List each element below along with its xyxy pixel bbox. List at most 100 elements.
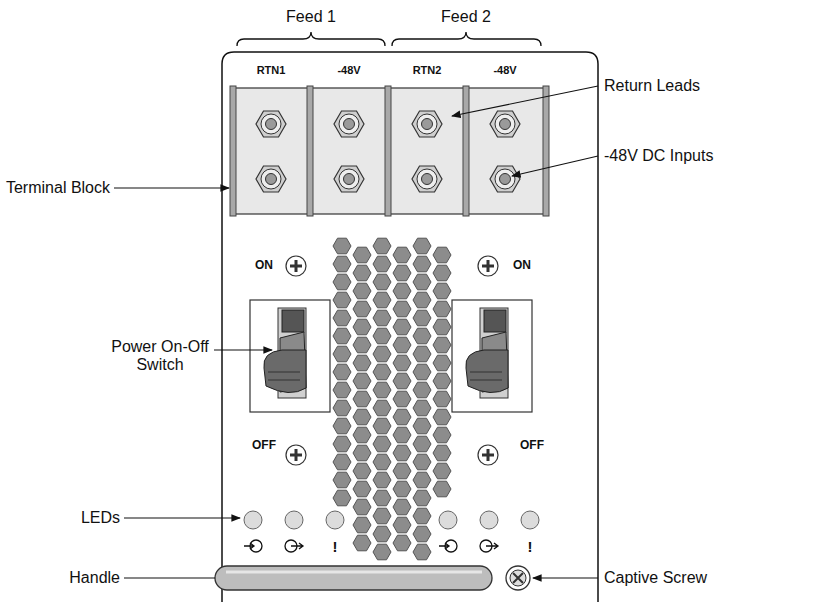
led-icons-part [291, 543, 303, 549]
leader-lines-part [512, 156, 598, 176]
feed-brackets-part [237, 32, 385, 46]
vent-holes-part [413, 328, 431, 344]
vent-holes-part [333, 382, 351, 398]
vent-holes-part [413, 274, 431, 290]
terminal-block-part [385, 86, 391, 216]
led-icons-part [244, 543, 254, 549]
status-leds-part [285, 511, 303, 529]
terminal-label: -48V [337, 64, 360, 77]
vent-holes-part [373, 490, 391, 506]
feed-label: Feed 1 [286, 8, 336, 26]
vent-holes-part [333, 238, 351, 254]
vent-holes-part [373, 382, 391, 398]
vent-holes-part [413, 400, 431, 416]
terminal-nuts-part [412, 166, 442, 192]
vent-holes-part [393, 409, 411, 425]
panel-housing [222, 52, 598, 602]
terminal-block-part [543, 86, 549, 216]
vent-holes-part [393, 499, 411, 515]
vent-holes-part [333, 310, 351, 326]
feed-label: Feed 2 [441, 8, 491, 26]
vent-holes-part [413, 238, 431, 254]
vent-holes-part [333, 400, 351, 416]
switch-state: OFF [520, 439, 544, 453]
vent-holes-part [393, 373, 411, 389]
vent-holes-part [373, 508, 391, 524]
vent-holes-part [393, 391, 411, 407]
vent-holes-part [413, 292, 431, 308]
power-switch-left-part [250, 300, 330, 412]
vent-holes-part [393, 535, 411, 551]
vent-holes-part [413, 346, 431, 362]
terminal-nuts-part [261, 169, 281, 189]
vent-holes-part [393, 283, 411, 299]
terminal-label: RTN2 [413, 64, 442, 77]
vent-holes-part [373, 310, 391, 326]
terminal-nuts-part [339, 114, 359, 134]
terminal-nuts-part [417, 169, 437, 189]
led-icons-part [486, 543, 498, 549]
vent-holes-part [333, 346, 351, 362]
panel-screws-part [290, 449, 302, 461]
handle-part [226, 571, 482, 574]
status-leds-part [521, 511, 539, 529]
power-switch-left-part [282, 310, 304, 332]
captive-screw-part [513, 573, 523, 583]
panel-screws-part [482, 449, 494, 461]
vent-holes-part [433, 319, 451, 335]
power-switch-left-part [264, 350, 306, 393]
vent-holes-part [373, 454, 391, 470]
vent-holes-part [353, 463, 371, 479]
vent-holes-part [433, 409, 451, 425]
vent-holes-part [353, 319, 371, 335]
vent-holes-part [393, 247, 411, 263]
terminal-nuts-part [495, 169, 515, 189]
vent-holes-part [333, 364, 351, 380]
vent-holes-part [433, 481, 451, 497]
handle-part [215, 566, 492, 590]
callout-label: Return Leads [604, 77, 700, 95]
vent-holes-part [433, 355, 451, 371]
vent-holes-part [373, 436, 391, 452]
vent-holes-part [393, 481, 411, 497]
power-switch-left-part [268, 372, 300, 380]
terminal-nuts-part [422, 174, 433, 185]
vent-holes-part [353, 283, 371, 299]
callout-label: Power On-Off Switch [110, 338, 210, 375]
terminal-nuts-part [490, 111, 520, 137]
vent-holes-part [353, 481, 371, 497]
switch-state: ON [255, 259, 273, 273]
switch-state: ON [513, 259, 531, 273]
terminal-nuts-part [266, 174, 277, 185]
vent-holes-part [373, 274, 391, 290]
vent-holes-part [413, 544, 431, 560]
vent-holes-part [393, 265, 411, 281]
status-leds-part [326, 511, 344, 529]
vent-holes-part [353, 355, 371, 371]
vent-holes-part [413, 364, 431, 380]
vent-holes-part [353, 265, 371, 281]
vent-holes-part [353, 517, 371, 533]
terminal-block-part [463, 86, 469, 216]
status-leds-part [244, 511, 262, 529]
vent-holes-part [433, 337, 451, 353]
vent-holes-part [373, 526, 391, 542]
vent-holes-part [373, 238, 391, 254]
terminal-block-part [230, 86, 236, 216]
vent-holes-part [353, 247, 371, 263]
terminal-nuts-part [261, 114, 281, 134]
vent-holes-part [413, 454, 431, 470]
vent-holes-part [333, 256, 351, 272]
vent-holes-part [393, 427, 411, 443]
vent-holes-part [353, 409, 371, 425]
callout-label: Captive Screw [604, 569, 707, 587]
leader-lines-part [214, 349, 272, 350]
vent-holes-part [373, 328, 391, 344]
captive-screw-part [506, 566, 530, 590]
terminal-nuts-part [334, 111, 364, 137]
vent-holes-part [413, 382, 431, 398]
vent-holes-part [393, 463, 411, 479]
terminal-nuts-part [500, 174, 511, 185]
power-switch-right-part [484, 310, 506, 332]
